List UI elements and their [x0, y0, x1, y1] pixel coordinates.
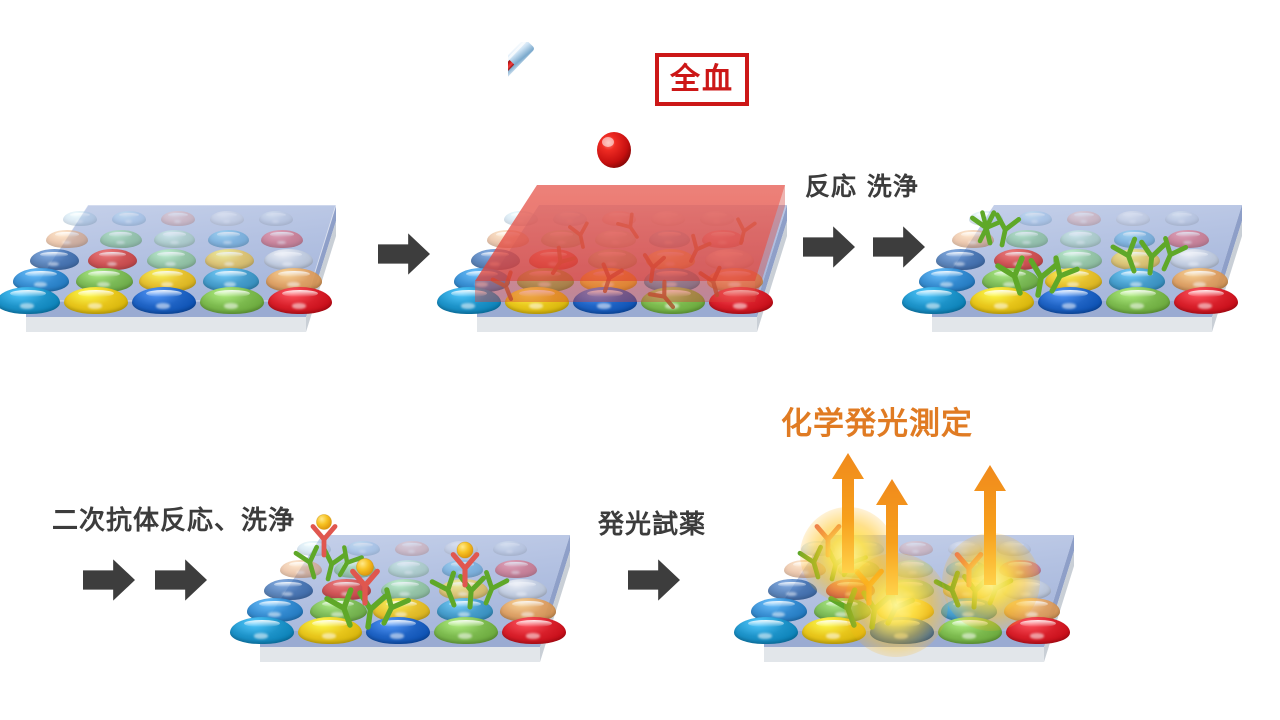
antibody-layer-green-step4 — [248, 525, 588, 675]
flow-arrow-2 — [803, 226, 855, 268]
chip-step5-chemiluminescence — [734, 453, 1092, 675]
reaction-wash-label: 反応 洗浄 — [805, 172, 919, 201]
emission-arrows — [832, 453, 1006, 595]
chip-step2-whole-blood — [437, 185, 795, 335]
flow-arrow-1 — [378, 233, 430, 275]
whole-blood-badge: 全血 — [655, 53, 749, 106]
secondary-antibody-wash-label: 二次抗体反応、洗浄 — [52, 506, 296, 536]
emission-layer-step5 — [752, 453, 1092, 675]
chip-step3-captured-antigen — [902, 195, 1260, 345]
flow-arrow-4 — [83, 559, 135, 601]
antibody-layer-secondary-step4 — [248, 514, 588, 675]
flow-arrow-3 — [873, 226, 925, 268]
luminescent-reagent-label: 発光試薬 — [598, 510, 707, 540]
capillary-pipette — [433, 39, 648, 172]
chip-step4-secondary-antibody — [230, 514, 588, 675]
flow-arrow-5 — [155, 559, 207, 601]
antibody-layer-green-step3 — [920, 195, 1260, 345]
whole-blood-label: 全血 — [670, 61, 734, 97]
chip-step1-antibody-array — [0, 195, 354, 345]
flow-arrow-6 — [628, 559, 680, 601]
whole-blood-layer — [475, 185, 785, 302]
chemiluminescence-measurement-title: 化学発光測定 — [781, 406, 973, 442]
